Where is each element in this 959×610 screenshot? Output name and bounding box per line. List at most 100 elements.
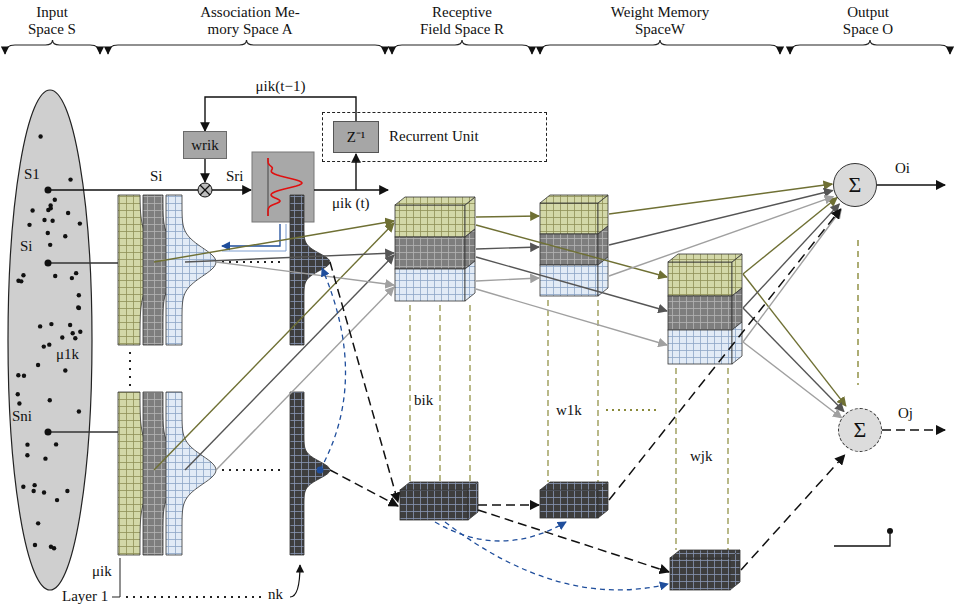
input-point [45,187,52,194]
input-dot [36,521,40,525]
space-heading: Input Space S [22,4,82,38]
sum-node: Σ [838,408,882,452]
membership-function [166,392,216,555]
input-dot [74,271,78,275]
input-dot [16,392,20,396]
input-dot [48,243,52,247]
weight-block [670,558,730,590]
input-dot [70,276,74,280]
input-line [48,262,128,263]
layer-leader [112,558,120,597]
input-space-ellipse [8,90,92,590]
ellipsis-dots [606,409,656,411]
input-dot [38,134,42,138]
symbol-label: w1k [556,402,582,419]
weight-block [668,296,732,330]
input-dot [42,344,46,348]
guide-dashed [409,305,410,482]
symbol-label: μik [92,563,112,580]
guide-dashed [469,305,470,482]
input-point [45,260,52,267]
input-dot [42,490,46,494]
symbol-label: Oj [898,405,913,422]
membership-function [166,195,216,345]
receptive-field-cube [400,490,468,520]
input-dot [68,323,72,327]
input-dot [32,483,36,487]
zoom-arrow [222,224,280,246]
input-dot [42,218,46,222]
space-heading: Output Space O [835,4,901,38]
recurrent-unit-box: Recurrent Unit Z⁻¹ [322,112,547,162]
association-line [216,287,394,470]
input-dot [21,485,25,489]
association-line [216,262,394,285]
input-point [45,429,52,436]
membership-plot-box [252,152,314,222]
input-dot [63,368,67,372]
sum-link [743,308,844,412]
input-dot [53,274,57,278]
membership-function [290,392,330,555]
input-dot [53,198,57,202]
input-dot [46,231,50,235]
edge-label: μik(t−1) [254,78,308,95]
symbol-label: bik [414,392,433,409]
output-line [877,184,945,186]
receptive-field-cube-top [400,482,478,490]
input-dot [49,322,53,326]
update-arrow [445,522,668,590]
symbol-label: S1 [24,166,40,183]
space-bracket [540,40,780,54]
weight-link [478,504,539,506]
weight-link [476,225,667,277]
receptive-field-cube-top [395,197,475,205]
delay-box: Z⁻¹ [333,121,379,153]
multiplier-cross [200,185,210,195]
sum-link [743,274,846,406]
guide-dashed [727,368,728,550]
weight-block-side [598,257,608,296]
weight-block [668,330,732,364]
ellipsis-dots [129,352,131,386]
input-dot [55,498,59,502]
input-dot [25,453,29,457]
sum-link [609,197,833,276]
space-heading: Association Me- mory Space A [188,4,313,38]
recurrent-weight-box: wrik [183,131,227,159]
node-label: Recurrent Unit [389,128,479,145]
weight-block-top [540,195,608,203]
sum-link [741,455,845,570]
symbol-label: Sri [226,168,244,185]
ellipsis-dots [126,596,262,598]
symbol-label: μ1k [56,346,79,363]
output-line [882,429,945,431]
weight-block [668,262,732,296]
input-dot [38,324,42,328]
update-arrow [435,522,566,541]
weight-block-top [668,254,742,262]
node-label: Z⁻¹ [347,129,366,146]
weight-block [540,265,598,296]
sum-node: Σ [833,163,877,207]
weight-block-top [540,482,608,490]
receptive-field-cube [395,269,465,301]
recall-arrow [320,268,346,470]
input-line [48,189,198,190]
input-dot [48,398,52,402]
zoom-arrow [222,224,286,251]
multiplier-symbol [198,183,212,197]
input-dot [43,456,47,460]
input-dot [50,219,54,223]
space-heading: Weight Memory SpaceW [590,4,730,38]
input-dot [22,374,26,378]
input-dot [78,221,82,225]
weight-link [476,216,539,217]
input-dot [63,234,67,238]
ellipsis-dots [222,469,284,471]
receptive-field-cube [395,205,465,237]
